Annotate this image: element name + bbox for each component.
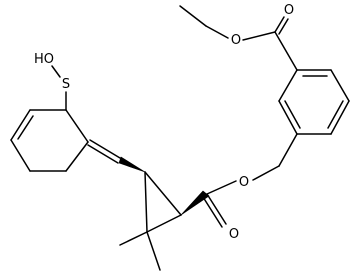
wedge-bond-cyclopropane-ester bbox=[180, 190, 210, 216]
bond-cyclopropane-c1-c2 bbox=[146, 214, 182, 233]
atom-label-ester-o-top: O bbox=[231, 33, 241, 48]
atom-label-carbonyl-o-top: O bbox=[284, 3, 294, 18]
bond-hex-c4-c5-inner bbox=[17, 115, 34, 140]
bond-ring-ch2 bbox=[278, 133, 298, 167]
bond-carbonyl-c-ring bbox=[274, 31, 298, 71]
bond-ring-inner-b bbox=[327, 100, 344, 129]
bond-ring-c6-c1 bbox=[278, 69, 298, 102]
atom-label-carbonyl-o-bottom: O bbox=[229, 227, 239, 242]
atom-label-ho: HO bbox=[34, 52, 54, 67]
bond-ch2-ester-o bbox=[252, 165, 280, 181]
bond-carbonyl-bottom-double-b bbox=[202, 196, 223, 228]
bond-carbonyl-bottom-double-a bbox=[206, 193, 227, 225]
bond-ethyl-ch3-ch2 bbox=[179, 5, 207, 27]
bond-exocyclic-double-a bbox=[89, 139, 121, 159]
bond-ester-o-carbonyl-c-bottom bbox=[206, 180, 237, 195]
bonds bbox=[10, 5, 350, 271]
bond-ester-o-carbonyl-c bbox=[242, 31, 276, 41]
atom-labels: O O S HO O O bbox=[34, 3, 294, 242]
bond-ethyl-ch2-o bbox=[205, 25, 229, 39]
wedge-bonds bbox=[118, 156, 210, 216]
bond-hex-c1-c2 bbox=[65, 141, 89, 172]
bond-s-oh bbox=[51, 65, 61, 78]
bond-cyclopropane-c3-c1 bbox=[144, 171, 182, 216]
atom-label-ester-o-bottom: O bbox=[239, 175, 249, 190]
bond-ring-c3-c4 bbox=[330, 100, 350, 135]
wedge-bond-cyclopropane-vinyl bbox=[118, 156, 146, 173]
bond-hex-c4-c5 bbox=[10, 109, 31, 141]
bond-carbonyl-top-double-a bbox=[274, 16, 285, 33]
bond-exocyclic-double-b bbox=[87, 144, 119, 164]
bond-methyl-b bbox=[146, 231, 161, 271]
bond-ring-inner-c bbox=[284, 100, 301, 129]
atom-label-s: S bbox=[62, 77, 70, 92]
bond-carbonyl-top-double-b bbox=[278, 18, 289, 35]
bond-ring-c2-c3 bbox=[330, 69, 350, 102]
bond-hex-c3-c4 bbox=[10, 139, 31, 172]
bond-ring-c5-c6 bbox=[278, 100, 298, 135]
bond-methyl-a bbox=[119, 231, 148, 246]
bond-cyclopropane-c2-c3 bbox=[144, 171, 148, 233]
bond-hex-c6-c1 bbox=[65, 109, 89, 143]
